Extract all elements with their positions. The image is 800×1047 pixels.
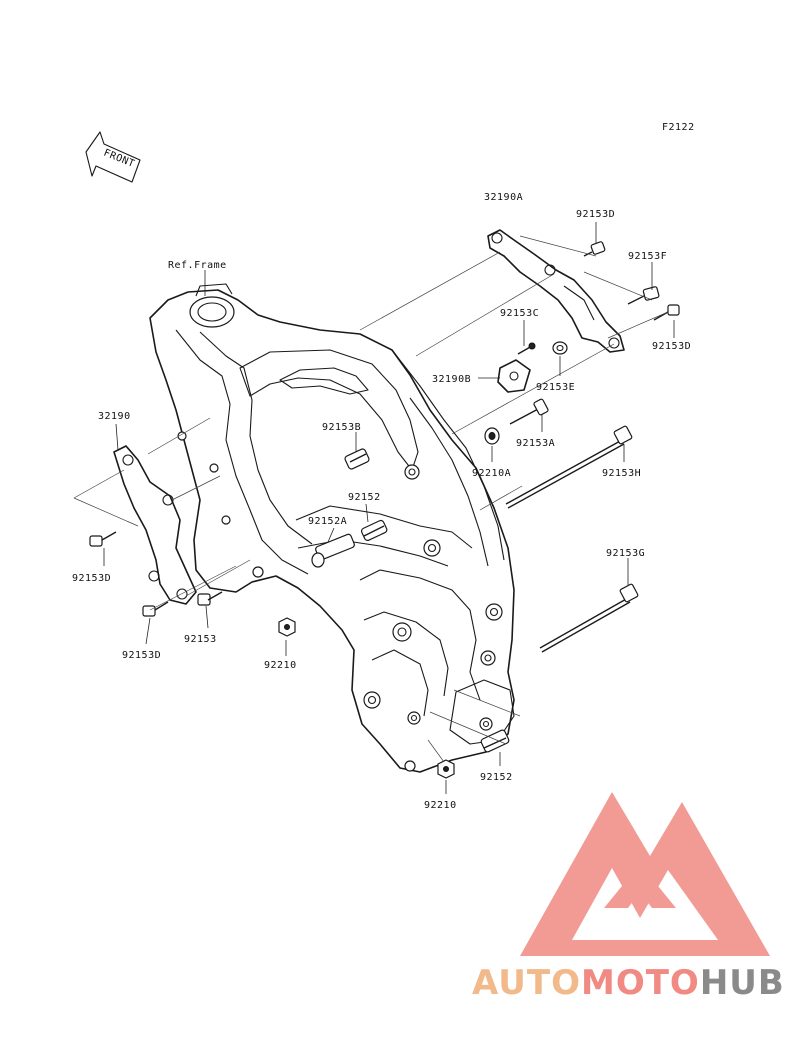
nut-92210-mid: [278, 617, 296, 637]
label-92153h: 92153H: [602, 468, 641, 479]
label-92153c: 92153C: [500, 308, 539, 319]
watermark-text-moto: MOTO: [581, 963, 700, 1003]
bolt-92153d-left1: [89, 531, 117, 547]
label-92152-low: 92152: [480, 772, 513, 783]
label-32190a: 32190A: [484, 192, 523, 203]
label-32190: 32190: [98, 411, 131, 422]
label-92153d-left2: 92153D: [122, 650, 161, 661]
label-92153: 92153: [184, 634, 217, 645]
bolt-92153d-left2: [142, 601, 169, 617]
bolt-92153h: [505, 425, 633, 509]
bracket-32190a: [487, 229, 625, 353]
bracket-32190: [113, 445, 197, 605]
label-92152a: 92152A: [308, 516, 347, 527]
label-92153b: 92153B: [322, 422, 361, 433]
nut-92210-low: [437, 759, 455, 779]
bolt-92152-low: [480, 729, 510, 753]
label-92152-mid: 92152: [348, 492, 381, 503]
bolt-92152-mid: [360, 519, 388, 542]
bolt-92152a: [311, 533, 355, 568]
label-92210-mid: 92210: [264, 660, 297, 671]
bolt-92153b: [344, 448, 370, 470]
watermark-text-auto: AUTO: [472, 963, 581, 1003]
label-92153d-top: 92153D: [576, 209, 615, 220]
label-92153g: 92153G: [606, 548, 645, 559]
front-arrow-icon: FRONT: [85, 131, 141, 183]
label-92153f: 92153F: [628, 251, 667, 262]
bolt-92153: [197, 591, 223, 606]
ref-frame-label: Ref.Frame: [168, 260, 227, 271]
label-92153d-left1: 92153D: [72, 573, 111, 584]
svg-text:AUTOMOTOHUB: AUTOMOTOHUB: [472, 963, 785, 1003]
bolt-92153g: [539, 583, 639, 653]
label-92210-low: 92210: [424, 800, 457, 811]
label-32190b: 32190B: [432, 374, 471, 385]
label-92153e: 92153E: [536, 382, 575, 393]
watermark-text-hub: HUB: [700, 963, 785, 1003]
label-92210a: 92210A: [472, 468, 511, 479]
frame-drawing: [149, 283, 515, 773]
figure-code: F2122: [662, 122, 695, 133]
bracket-32190b: [497, 359, 531, 393]
bolt-92153c: [517, 342, 536, 355]
reference-lines: [73, 235, 669, 763]
label-92153d-right: 92153D: [652, 341, 691, 352]
automotohub-watermark: AUTOMOTOHUB: [472, 792, 785, 1003]
leader-lines: [103, 222, 675, 794]
collar-92153e: [552, 341, 568, 355]
label-92153a: 92153A: [516, 438, 555, 449]
watermark-logo-icon: [520, 792, 770, 956]
bolt-92153f: [627, 286, 660, 305]
nut-92210a: [484, 427, 500, 445]
bolt-92153a: [509, 398, 549, 425]
